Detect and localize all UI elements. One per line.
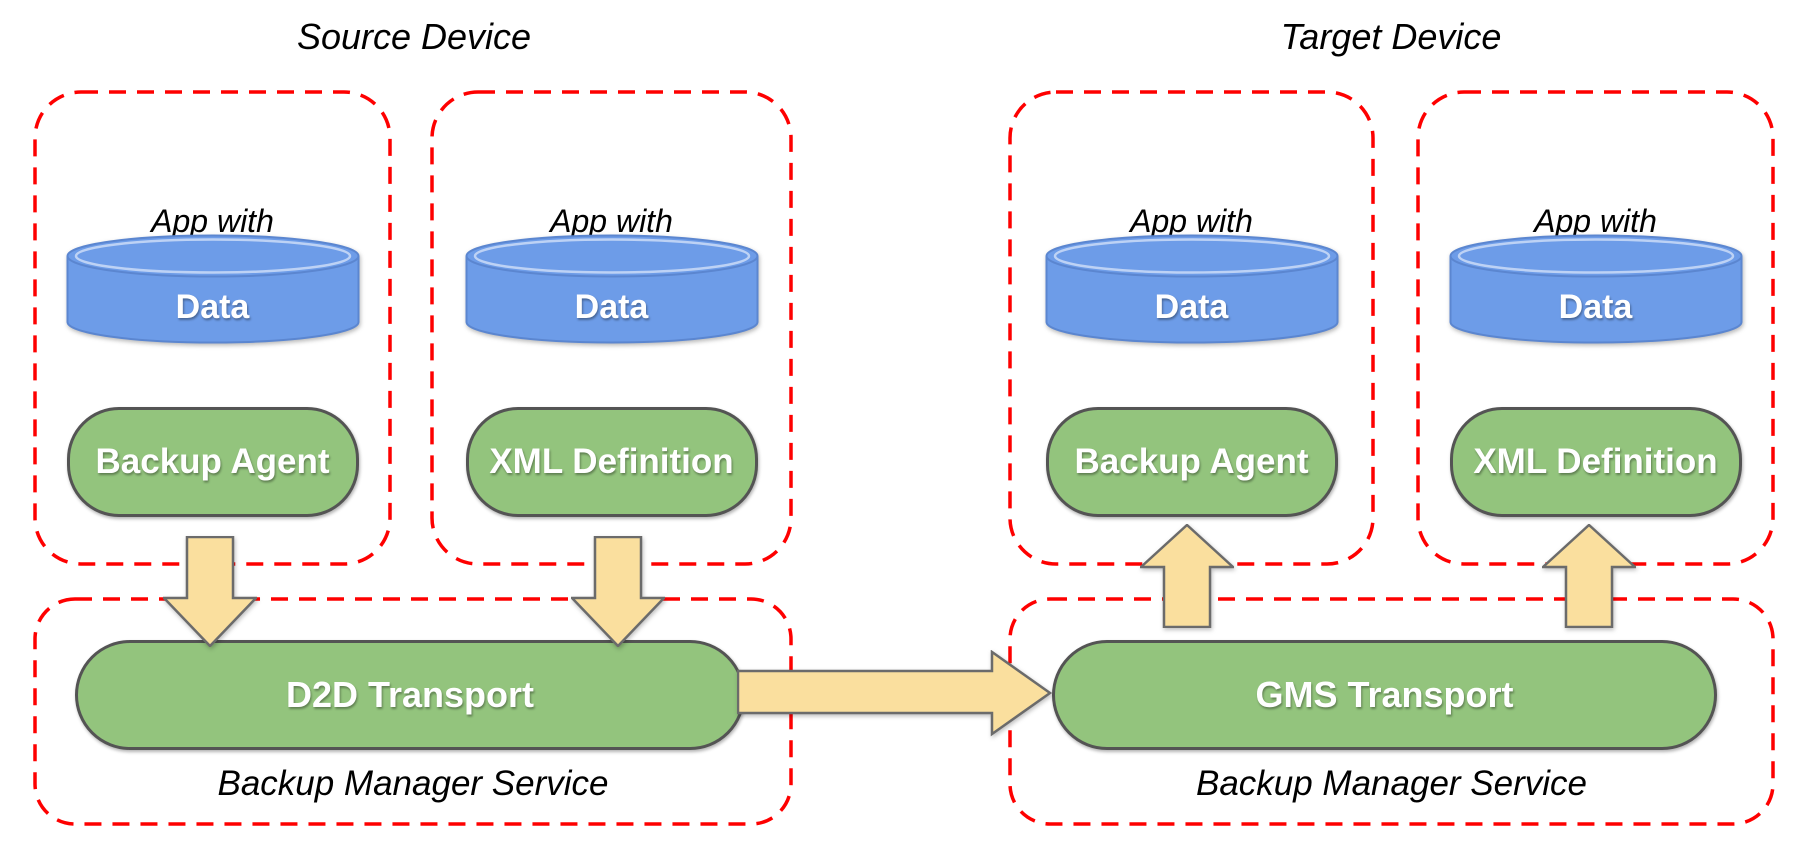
app-box-source-keyvalue: App with Key/Value Backup Data Backup Ag… (33, 90, 392, 566)
service-box-target: GMS Transport Backup Manager Service (1008, 597, 1775, 826)
right-arrow-icon (737, 650, 1053, 737)
data-cylinder: Data (464, 233, 759, 345)
app-box-target-keyvalue: App with Key/Value Backup Data Backup Ag… (1008, 90, 1375, 566)
app-title-line1: App with (151, 203, 274, 239)
data-label: Data (1558, 288, 1633, 326)
app-box-source-auto: App with Auto Backup Data XML Definition (430, 90, 793, 566)
xml-definition-pill: XML Definition (465, 407, 758, 517)
down-arrow-icon (571, 536, 665, 647)
app-box-target-auto: App with Auto Backup Data XML Definition (1416, 90, 1775, 566)
transport-label: GMS Transport (1255, 674, 1514, 715)
backup-agent-pill: Backup Agent (1045, 407, 1338, 517)
data-cylinder: Data (65, 233, 360, 345)
transport-label: D2D Transport (285, 674, 535, 715)
service-label: Backup Manager Service (217, 764, 609, 803)
app-title-line1: App with (550, 203, 673, 239)
data-cylinder: Data (1448, 233, 1743, 345)
app-title-line1: App with (1534, 203, 1657, 239)
data-label: Data (1154, 288, 1229, 326)
component-label: XML Definition (1473, 442, 1718, 481)
data-label: Data (175, 288, 250, 326)
data-cylinder: Data (1044, 233, 1339, 345)
service-box-source: D2D Transport Backup Manager Service (33, 597, 793, 826)
xml-definition-pill: XML Definition (1449, 407, 1742, 517)
down-arrow-icon (163, 536, 257, 647)
source-device-title: Source Device (296, 16, 532, 57)
app-title-line1: App with (1130, 203, 1253, 239)
up-arrow-icon (1542, 524, 1636, 628)
component-label: Backup Agent (95, 442, 330, 481)
up-arrow-icon (1140, 524, 1234, 628)
d2d-transport-pill: D2D Transport (75, 640, 745, 750)
data-label: Data (574, 288, 649, 326)
gms-transport-pill: GMS Transport (1052, 640, 1717, 750)
backup-agent-pill: Backup Agent (66, 407, 359, 517)
component-label: Backup Agent (1074, 442, 1309, 481)
service-label: Backup Manager Service (1195, 764, 1588, 803)
component-label: XML Definition (489, 442, 734, 481)
dashed-border (33, 597, 793, 826)
target-device-title: Target Device (1280, 16, 1502, 57)
